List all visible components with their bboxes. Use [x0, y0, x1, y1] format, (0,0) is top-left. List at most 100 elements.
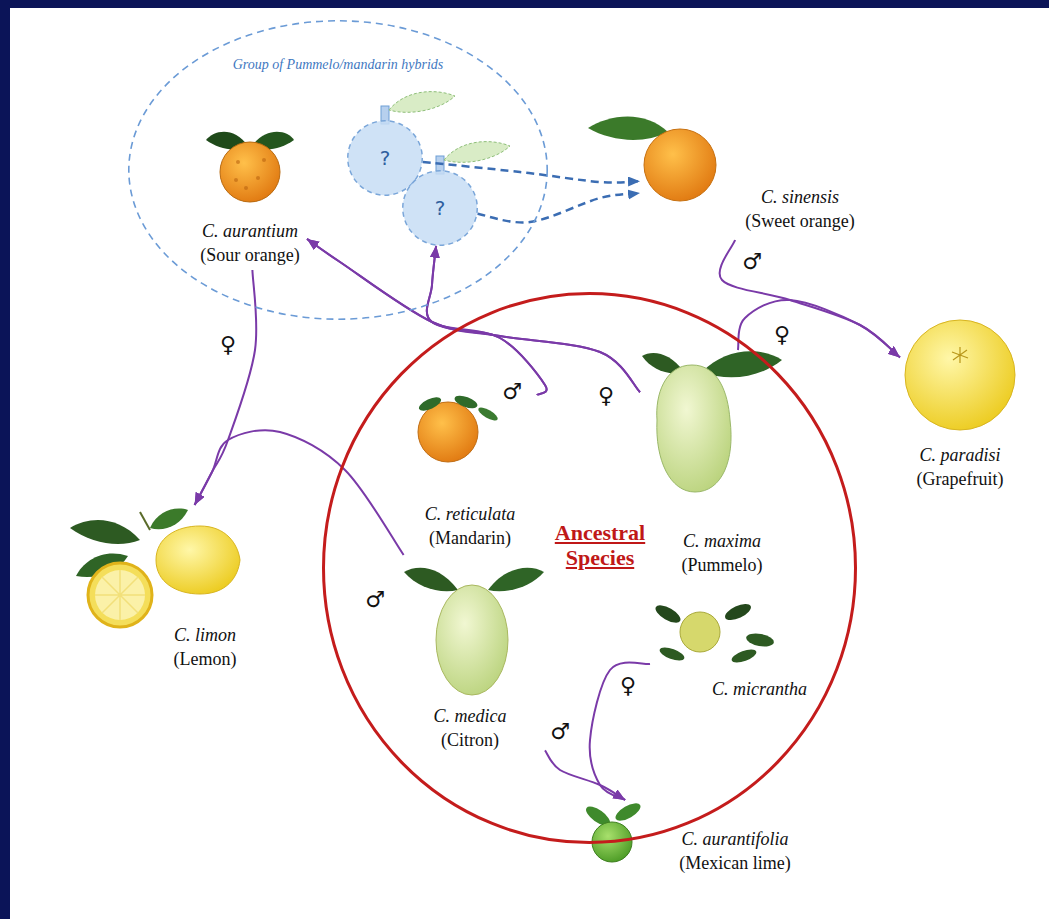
common-name: (Lemon) [174, 648, 237, 670]
parentage-arrow [195, 270, 257, 505]
parentage-arrow [545, 750, 625, 800]
lemon-fruit [88, 563, 152, 627]
white-panel [10, 8, 1049, 919]
grapefruit-fruit [952, 347, 968, 363]
lime-fruit [583, 800, 643, 862]
micrantha-fruit [680, 612, 720, 652]
parentage-arrow [307, 239, 640, 392]
common-name: (Citron) [441, 729, 499, 751]
lemon-fruit [70, 509, 240, 627]
fruit-node: C. micrantha [650, 598, 811, 705]
unknown-hybrid-circle [403, 171, 478, 246]
sweet-orange-fruit [588, 117, 716, 202]
sex-symbol: ♂ [550, 720, 570, 744]
species-name: C. maxima [683, 530, 761, 552]
species-name: C. limon [174, 624, 236, 646]
sour-orange-fruit [256, 176, 260, 180]
sour-orange-fruit [262, 158, 266, 162]
pummelo-fruit [642, 351, 782, 492]
common-name: (Grapefruit) [917, 468, 1004, 490]
question-mark: ? [435, 196, 446, 220]
common-name: (Sour orange) [200, 244, 299, 266]
sour-orange-fruit [236, 160, 240, 164]
micrantha-fruit [723, 601, 753, 624]
lemon-fruit [70, 520, 140, 544]
sweet-orange-fruit [588, 117, 668, 140]
ancestral-species-circle: Ancestral SpeciesC. reticulata(Mandarin)… [322, 292, 857, 844]
parentage-arrow [427, 246, 640, 392]
sour-orange-fruit [234, 178, 238, 182]
unknown-hybrid-circle [348, 121, 423, 196]
mandarin-fruit [417, 394, 443, 413]
sour-orange-fruit [206, 132, 294, 202]
mandarin-fruit [453, 393, 479, 411]
citron-fruit [404, 568, 458, 591]
species-name: C. micrantha [712, 678, 807, 700]
fruit-node: C. maxima(Pummelo) [640, 350, 785, 580]
parentage-arrow [590, 663, 650, 800]
citron-fruit [436, 585, 508, 695]
lime-fruit [613, 800, 643, 824]
mandarin-fruit [418, 402, 478, 462]
micrantha-fruit [653, 601, 775, 665]
lemon-fruit [140, 512, 150, 530]
ancestral-heading: Ancestral Species [545, 520, 655, 570]
pummelo-fruit [657, 365, 731, 492]
question-mark: ? [380, 146, 391, 170]
fruit-node: C. medica(Citron) [400, 555, 545, 755]
citron-fruit [404, 568, 544, 695]
sour-orange-fruit [220, 142, 280, 202]
hybrid-group-ellipse: Group of Pummelo/mandarin hybrids C. aura… [128, 20, 548, 320]
micrantha-fruit [653, 602, 683, 626]
parentage-arrow [427, 246, 547, 395]
micrantha-fruit [745, 632, 775, 649]
citron-fruit [488, 568, 544, 591]
hybrid-stem-leaf [444, 142, 510, 163]
species-name: C. aurantifolia [681, 828, 788, 850]
grapefruit-fruit [905, 320, 1015, 430]
fruit-node: C. aurantifolia(Mexican lime) [575, 800, 810, 880]
sex-symbol: ♀ [598, 384, 614, 408]
common-name: (Mexican lime) [679, 852, 790, 874]
micrantha-fruit [658, 645, 686, 663]
common-name: (Sweet orange) [745, 210, 854, 232]
species-name: C. aurantium [202, 220, 298, 242]
species-name: C. sinensis [761, 186, 839, 208]
hybrid-stem-leaf [389, 92, 455, 113]
hybrid-group-ellipse [129, 21, 547, 319]
micrantha-fruit [730, 647, 758, 665]
lemon-fruit [95, 570, 145, 620]
species-name: C. medica [434, 705, 507, 727]
grapefruit-fruit [905, 320, 1015, 430]
parentage-arrow [307, 239, 547, 395]
common-name: (Mandarin) [429, 527, 511, 549]
sour-orange-fruit [244, 186, 248, 190]
parentage-arrow [720, 240, 900, 357]
fruit-node: C. paradisi(Grapefruit) [900, 318, 1020, 494]
common-name: (Pummelo) [682, 554, 763, 576]
group-heading: Group of Pummelo/mandarin hybrids [233, 56, 444, 74]
mandarin-fruit [476, 405, 499, 423]
ancestral-species-circle [324, 294, 856, 843]
sweet-orange-fruit [644, 129, 716, 201]
parentage-arrow [195, 430, 404, 555]
sex-symbol: ♂ [502, 380, 522, 404]
lemon-fruit [95, 570, 145, 620]
dashed-arrow [478, 193, 641, 222]
species-name: C. paradisi [919, 444, 1000, 466]
fruit-node: C. sinensis(Sweet orange) [640, 118, 870, 240]
species-name: C. reticulata [425, 503, 515, 525]
mandarin-fruit [417, 393, 500, 462]
unknown-hybrid-circle: ? [402, 170, 478, 246]
fruit-node: C. aurantium(Sour orange) [193, 128, 307, 270]
sex-symbol: ♀ [774, 323, 790, 347]
sex-symbol: ♀ [620, 674, 636, 698]
fruit-node: C. reticulata(Mandarin) [405, 395, 540, 553]
parentage-arrow [738, 300, 900, 357]
lemon-fruit [150, 509, 188, 530]
sex-symbol: ♂ [742, 250, 762, 274]
lemon-fruit [156, 526, 240, 594]
fruit-node: C. limon(Lemon) [50, 505, 250, 674]
